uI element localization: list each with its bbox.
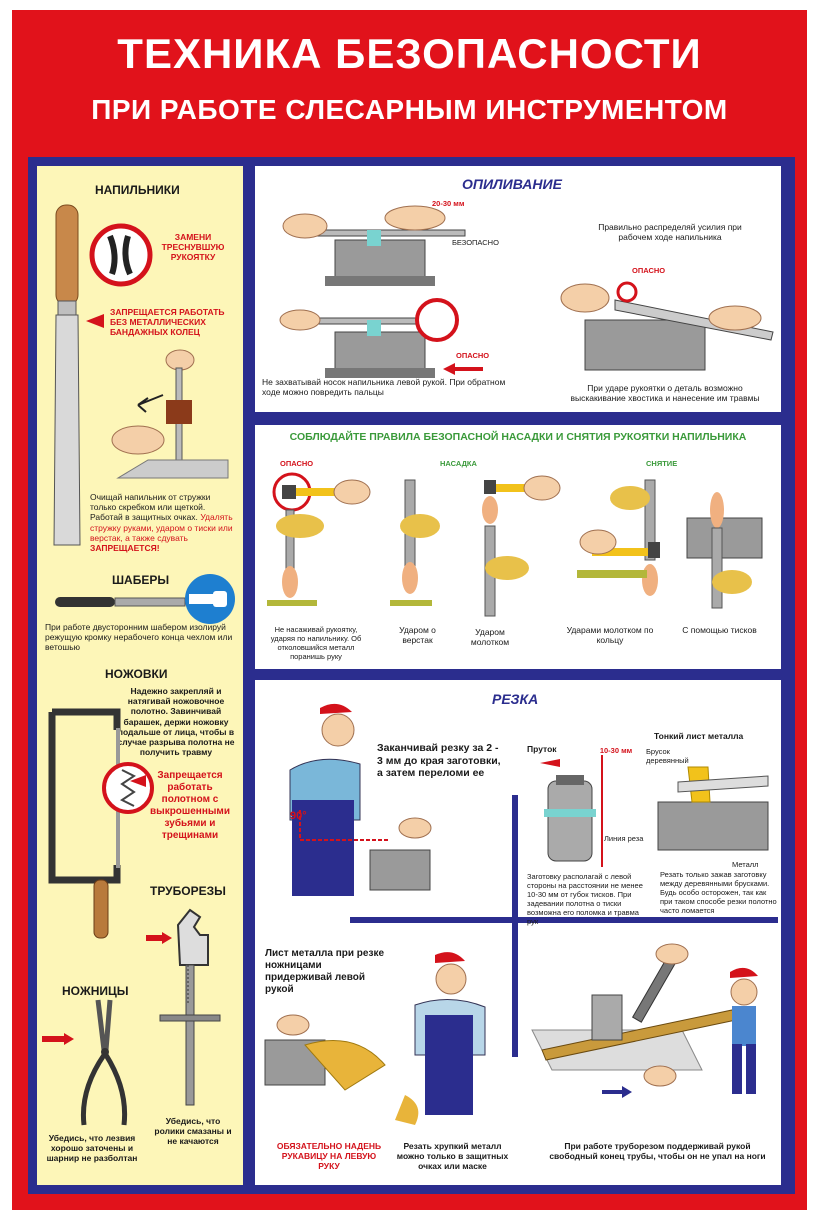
handles-danger-label: ОПАСНО	[280, 459, 314, 468]
replace-handle-note: ЗАМЕНИ ТРЕСНУВШУЮ РУКОЯТКУ	[161, 232, 225, 263]
rod-vise-illustration	[540, 755, 603, 867]
rod-label: Пруток	[527, 744, 557, 754]
pipecutter-note: Убедись, что ролики смазаны и не качаютс…	[154, 1116, 232, 1147]
pipecutter-use-note: При работе труборезом поддерживай рукой …	[549, 1141, 766, 1162]
cutting-finish-note: Заканчивай резку за 2 - 3 мм до края заг…	[377, 742, 501, 780]
handles-remove-label: СНЯТИЕ	[646, 459, 678, 468]
scissors-note: Убедись, что лезвия хорошо заточены и ша…	[46, 1133, 138, 1164]
file-cleaning-note: Очищай напильник от стружки только скреб…	[90, 492, 233, 553]
filing-nose-note: Не захватывай носок напильника левой рук…	[262, 377, 506, 398]
no-rings-note: ЗАПРЕЩАЕТСЯ РАБОТАТЬ БЕЗ МЕТАЛЛИЧЕСКИХ Б…	[110, 307, 225, 338]
filing-heading: ОПИЛИВАНИЕ	[462, 176, 562, 192]
filing-safe-label: БЕЗОПАСНО	[452, 238, 499, 247]
cracked-handle-icon	[89, 223, 153, 287]
pipecutters-heading: ТРУБОРЕЗЫ	[150, 884, 226, 898]
sheet-heading: Тонкий лист металла	[654, 731, 744, 741]
filing-force-note: Правильно распределяй усилия при рабочем…	[598, 222, 742, 243]
filing-distance-label: 20-30 мм	[432, 199, 465, 208]
poster-title: ТЕХНИКА БЕЗОПАСНОСТИ	[117, 30, 702, 77]
metal-label: Металл	[732, 860, 759, 869]
handles-caption-2: Ударом о верстак	[399, 625, 436, 646]
sheet-in-vise-illustration	[657, 766, 769, 851]
brittle-note: Резать хрупкий металл можно только в защ…	[396, 1141, 509, 1172]
filing-strike-illustration	[560, 281, 774, 371]
worker-sawing-illustration	[289, 703, 432, 896]
filing-danger2-label: ОПАСНО	[632, 266, 666, 275]
shears-cutting-illustration	[264, 952, 486, 1125]
handles-caption-5: С помощью тисков	[682, 625, 757, 635]
handles-fit-label: НАСАДКА	[440, 459, 477, 468]
file-cleaning-illustration	[111, 349, 229, 479]
handles-caption-4: Ударами молотком по кольцу	[566, 625, 654, 646]
arrow-right-icon	[146, 932, 172, 944]
shears-note: Лист металла при резке ножницами придерж…	[265, 948, 385, 995]
filing-strike-note: При ударе рукоятки о деталь возможно выс…	[570, 383, 760, 404]
glove-note: ОБЯЗАТЕЛЬНО НАДЕНЬ РУКАВИЦУ НА ЛЕВУЮ РУК…	[276, 1141, 382, 1172]
cutting-heading: РЕЗКА	[492, 691, 539, 707]
cutting-cross-divider	[350, 795, 778, 1057]
rod-note: Заготовку располагай с левой стороны на …	[527, 872, 643, 926]
filing-safe-illustration	[282, 205, 466, 286]
hacksaw-illustration	[48, 708, 154, 939]
scraper-note: При работе двусторонним шабером изолируй…	[45, 622, 233, 653]
arrow-left-icon	[443, 363, 483, 375]
scrapers-heading: ШАБЕРЫ	[112, 573, 170, 587]
arrow-left-icon	[130, 775, 146, 787]
scissors-heading: НОЖНИЦЫ	[62, 984, 129, 998]
scraper-tool-illustration	[55, 597, 186, 607]
file-tool-illustration	[53, 204, 81, 546]
handles-heading: СОБЛЮДАЙТЕ ПРАВИЛА БЕЗОПАСНОЙ НАСАДКИ И …	[289, 431, 747, 443]
files-heading: НАПИЛЬНИКИ	[95, 183, 180, 197]
hacksaw-forbid-note: Запрещается работать полотном с выкрошен…	[150, 770, 230, 841]
wood-bar-label: Брусок деревянный	[646, 747, 689, 765]
arrow-left-icon	[86, 314, 104, 328]
handles-illustrations	[267, 472, 763, 617]
pipecutter-use-illustration	[531, 943, 758, 1098]
filing-danger-illustration	[279, 298, 459, 378]
poster-subtitle: ПРИ РАБОТЕ СЛЕСАРНЫМ ИНСТРУМЕНТОМ	[91, 94, 728, 125]
rod-distance-label: 10-30 мм	[599, 746, 633, 755]
arrow-right-icon	[42, 1033, 74, 1045]
handles-caption-3: Ударом молотком	[470, 627, 510, 648]
hacksaw-note: Надежно закрепляй и натягивай ножовочное…	[117, 686, 235, 758]
scissors-illustration	[80, 999, 128, 1126]
hacksaws-heading: НОЖОВКИ	[105, 667, 168, 681]
handles-caption-1: Не насаживай рукоятку, ударяя по напильн…	[270, 625, 362, 661]
filing-danger-label: ОПАСНО	[456, 351, 490, 360]
cut-line-label: Линия реза	[604, 834, 644, 843]
cover-edge-icon	[185, 574, 235, 624]
angle-label: 90°	[290, 810, 307, 822]
pipecutter-illustration	[159, 908, 221, 1106]
sheet-note: Резать только зажав заготовку между дере…	[660, 870, 777, 915]
